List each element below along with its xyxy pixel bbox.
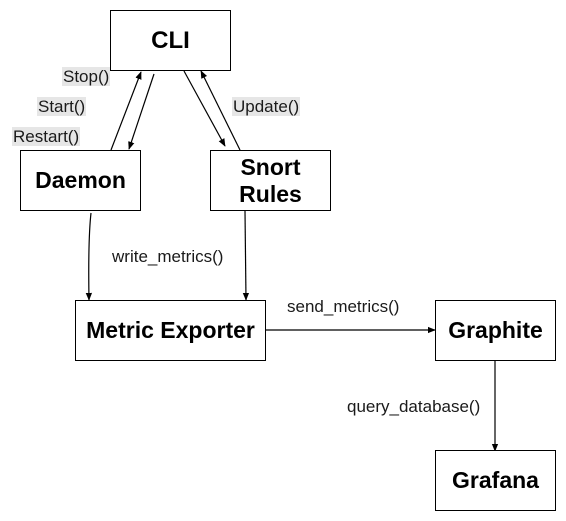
arrow-daemon-to-metric-exporter bbox=[85, 212, 93, 301]
stop-label-text: Stop() bbox=[62, 67, 111, 86]
grafana-node: Grafana bbox=[435, 450, 556, 511]
arrow-snort-rules-to-metric-exporter bbox=[242, 210, 250, 301]
restart-edge-label: Restart() bbox=[12, 127, 81, 146]
arrow-snort-rules-to-cli bbox=[200, 70, 241, 151]
metric-exporter-node: Metric Exporter bbox=[75, 300, 266, 361]
snort-rules-node-label: Snort Rules bbox=[239, 154, 302, 207]
send-metrics-edge-label: send_metrics() bbox=[287, 298, 399, 315]
daemon-node: Daemon bbox=[20, 150, 141, 211]
arrow-cli-to-daemon bbox=[128, 73, 155, 150]
write-metrics-edge-label: write_metrics() bbox=[112, 248, 223, 265]
update-edge-label: Update() bbox=[232, 97, 301, 116]
snort-rules-node: Snort Rules bbox=[210, 150, 331, 211]
write-metrics-label-text: write_metrics() bbox=[112, 247, 224, 266]
metric-exporter-node-label: Metric Exporter bbox=[86, 317, 255, 344]
daemon-node-label: Daemon bbox=[35, 167, 126, 194]
start-label-text: Start() bbox=[37, 97, 87, 116]
restart-label-text: Restart() bbox=[12, 127, 81, 146]
arrow-daemon-to-cli bbox=[110, 71, 142, 151]
grafana-node-label: Grafana bbox=[452, 467, 539, 494]
query-database-label-text: query_database() bbox=[347, 397, 481, 416]
graphite-node: Graphite bbox=[435, 300, 556, 361]
start-edge-label: Start() bbox=[37, 97, 87, 116]
query-database-edge-label: query_database() bbox=[347, 398, 480, 415]
update-label-text: Update() bbox=[232, 97, 301, 116]
stop-edge-label: Stop() bbox=[62, 67, 111, 86]
cli-node-label: CLI bbox=[151, 26, 190, 54]
arrow-cli-to-snort-rules bbox=[183, 70, 226, 147]
cli-node: CLI bbox=[110, 10, 231, 71]
graphite-node-label: Graphite bbox=[448, 317, 543, 344]
send-metrics-label-text: send_metrics() bbox=[287, 297, 400, 316]
